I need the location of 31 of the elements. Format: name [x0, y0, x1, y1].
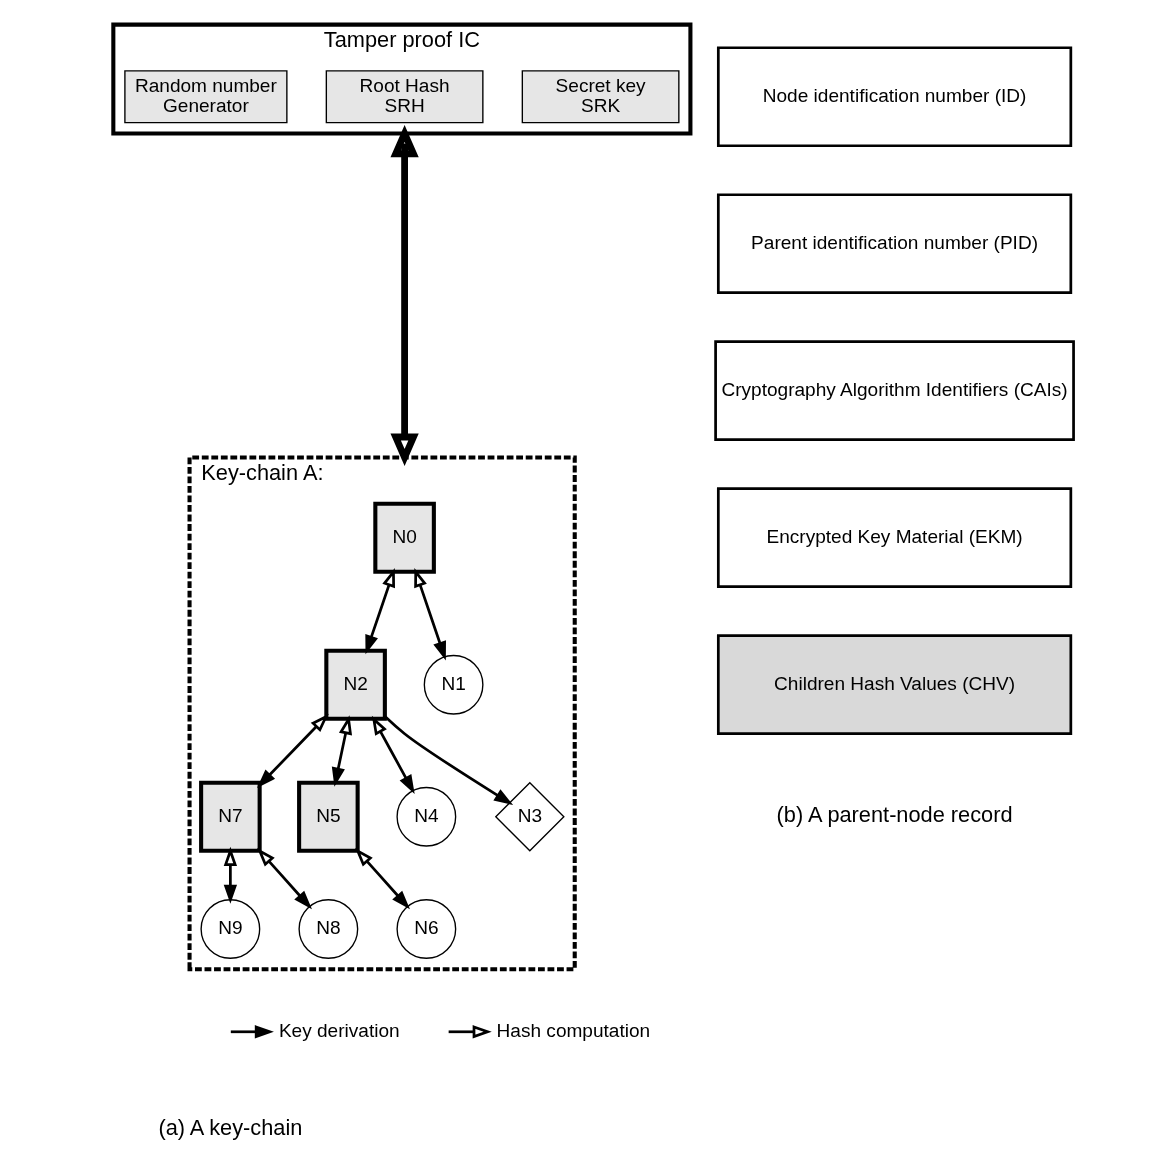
node-box: Children Hash Values (CHV) — [716, 634, 1072, 736]
node-circle: N1 — [423, 654, 484, 715]
legend-label: Key derivation — [278, 1019, 400, 1041]
node-box: Cryptography Algorithm Identifiers (CAIs) — [713, 340, 1075, 442]
node-box: N7 — [198, 780, 262, 853]
node-box: N5 — [296, 780, 360, 853]
node-box: Node identification number (ID) — [716, 46, 1072, 148]
arrow — [256, 713, 329, 788]
arrow — [383, 715, 513, 806]
node-box: Secret key SRK — [521, 70, 680, 124]
arrow — [256, 847, 312, 910]
node-box: N0 — [372, 501, 436, 574]
node-box: Root Hash SRH — [325, 70, 484, 124]
node-circle: N6 — [395, 899, 456, 959]
label: (b) A parent-node record — [776, 801, 1013, 827]
node-box: Random number Generator — [123, 70, 288, 124]
node-circle: N9 — [199, 899, 260, 959]
node-box: Parent identification number (PID) — [716, 193, 1072, 295]
label: (a) A key-chain — [157, 1114, 302, 1140]
node-circle: N4 — [395, 786, 456, 847]
arrow — [413, 567, 446, 661]
arrow — [389, 125, 419, 466]
node-box: N2 — [323, 648, 387, 721]
arrow — [354, 847, 410, 910]
legend-label: Hash computation — [496, 1019, 650, 1041]
node-box: Encrypted Key Material (EKM) — [716, 487, 1072, 589]
arrow — [331, 715, 352, 787]
arrow — [223, 846, 237, 904]
node-circle: N8 — [297, 899, 358, 959]
arrow — [371, 715, 415, 794]
arrow — [364, 567, 395, 655]
